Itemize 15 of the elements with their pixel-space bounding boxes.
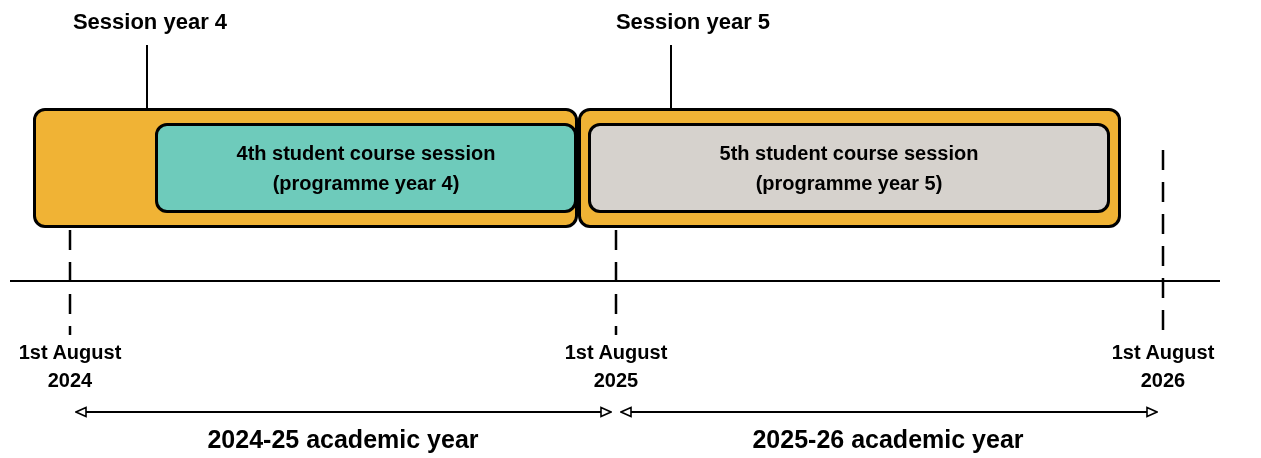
academic-year-label: 2025-26 academic year [751, 424, 1025, 455]
course-session-box [155, 123, 577, 213]
date-label: 1st August 2026 [1110, 340, 1216, 393]
session-title: 5th student course session (programme year 5) [718, 141, 980, 196]
course-session-box [588, 123, 1110, 213]
date-label: 1st August 2024 [17, 340, 123, 393]
academic-year-label: 2024-25 academic year [206, 424, 480, 455]
date-label: 1st August 2025 [563, 340, 669, 393]
session-bar [33, 108, 578, 228]
session-label: Session year 4 [72, 8, 228, 36]
leader-line [670, 44, 672, 109]
leader-line [146, 44, 148, 109]
session-label: Session year 5 [615, 8, 771, 36]
session-title: 4th student course session (programme year 4) [235, 141, 497, 196]
session-bar [578, 108, 1121, 228]
